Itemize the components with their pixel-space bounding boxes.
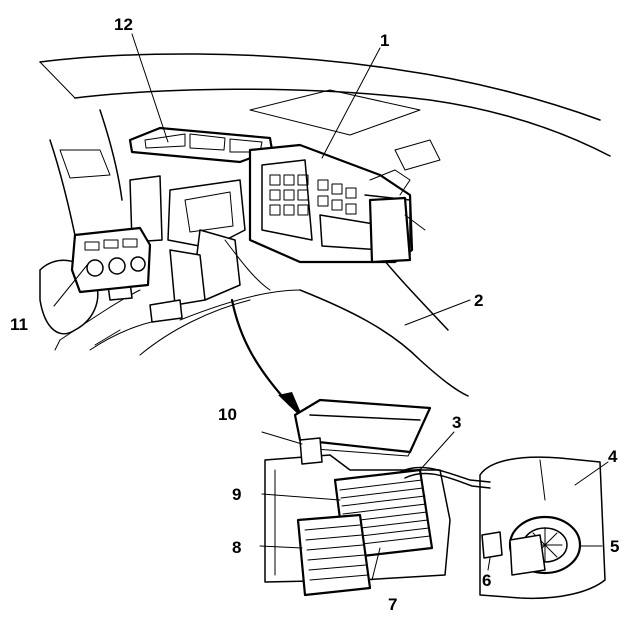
callout-5: 5 bbox=[610, 537, 619, 556]
heater-unit bbox=[107, 143, 426, 323]
control-panel bbox=[70, 226, 152, 294]
callout-4: 4 bbox=[608, 447, 618, 466]
callout-8: 8 bbox=[232, 538, 241, 557]
exploded-view bbox=[264, 398, 606, 600]
callout-11: 11 bbox=[10, 315, 28, 334]
callout-10: 10 bbox=[218, 405, 237, 424]
callout-6: 6 bbox=[482, 571, 491, 590]
defroster-duct bbox=[128, 126, 274, 164]
callout-3: 3 bbox=[452, 413, 461, 432]
callout-9: 9 bbox=[232, 485, 241, 504]
callout-1: 1 bbox=[380, 31, 389, 50]
arrow-to-detail bbox=[230, 298, 304, 420]
callout-2: 2 bbox=[474, 291, 483, 310]
leader-lines bbox=[53, 33, 609, 581]
callout-12: 12 bbox=[114, 15, 133, 34]
callout-7: 7 bbox=[388, 595, 397, 614]
